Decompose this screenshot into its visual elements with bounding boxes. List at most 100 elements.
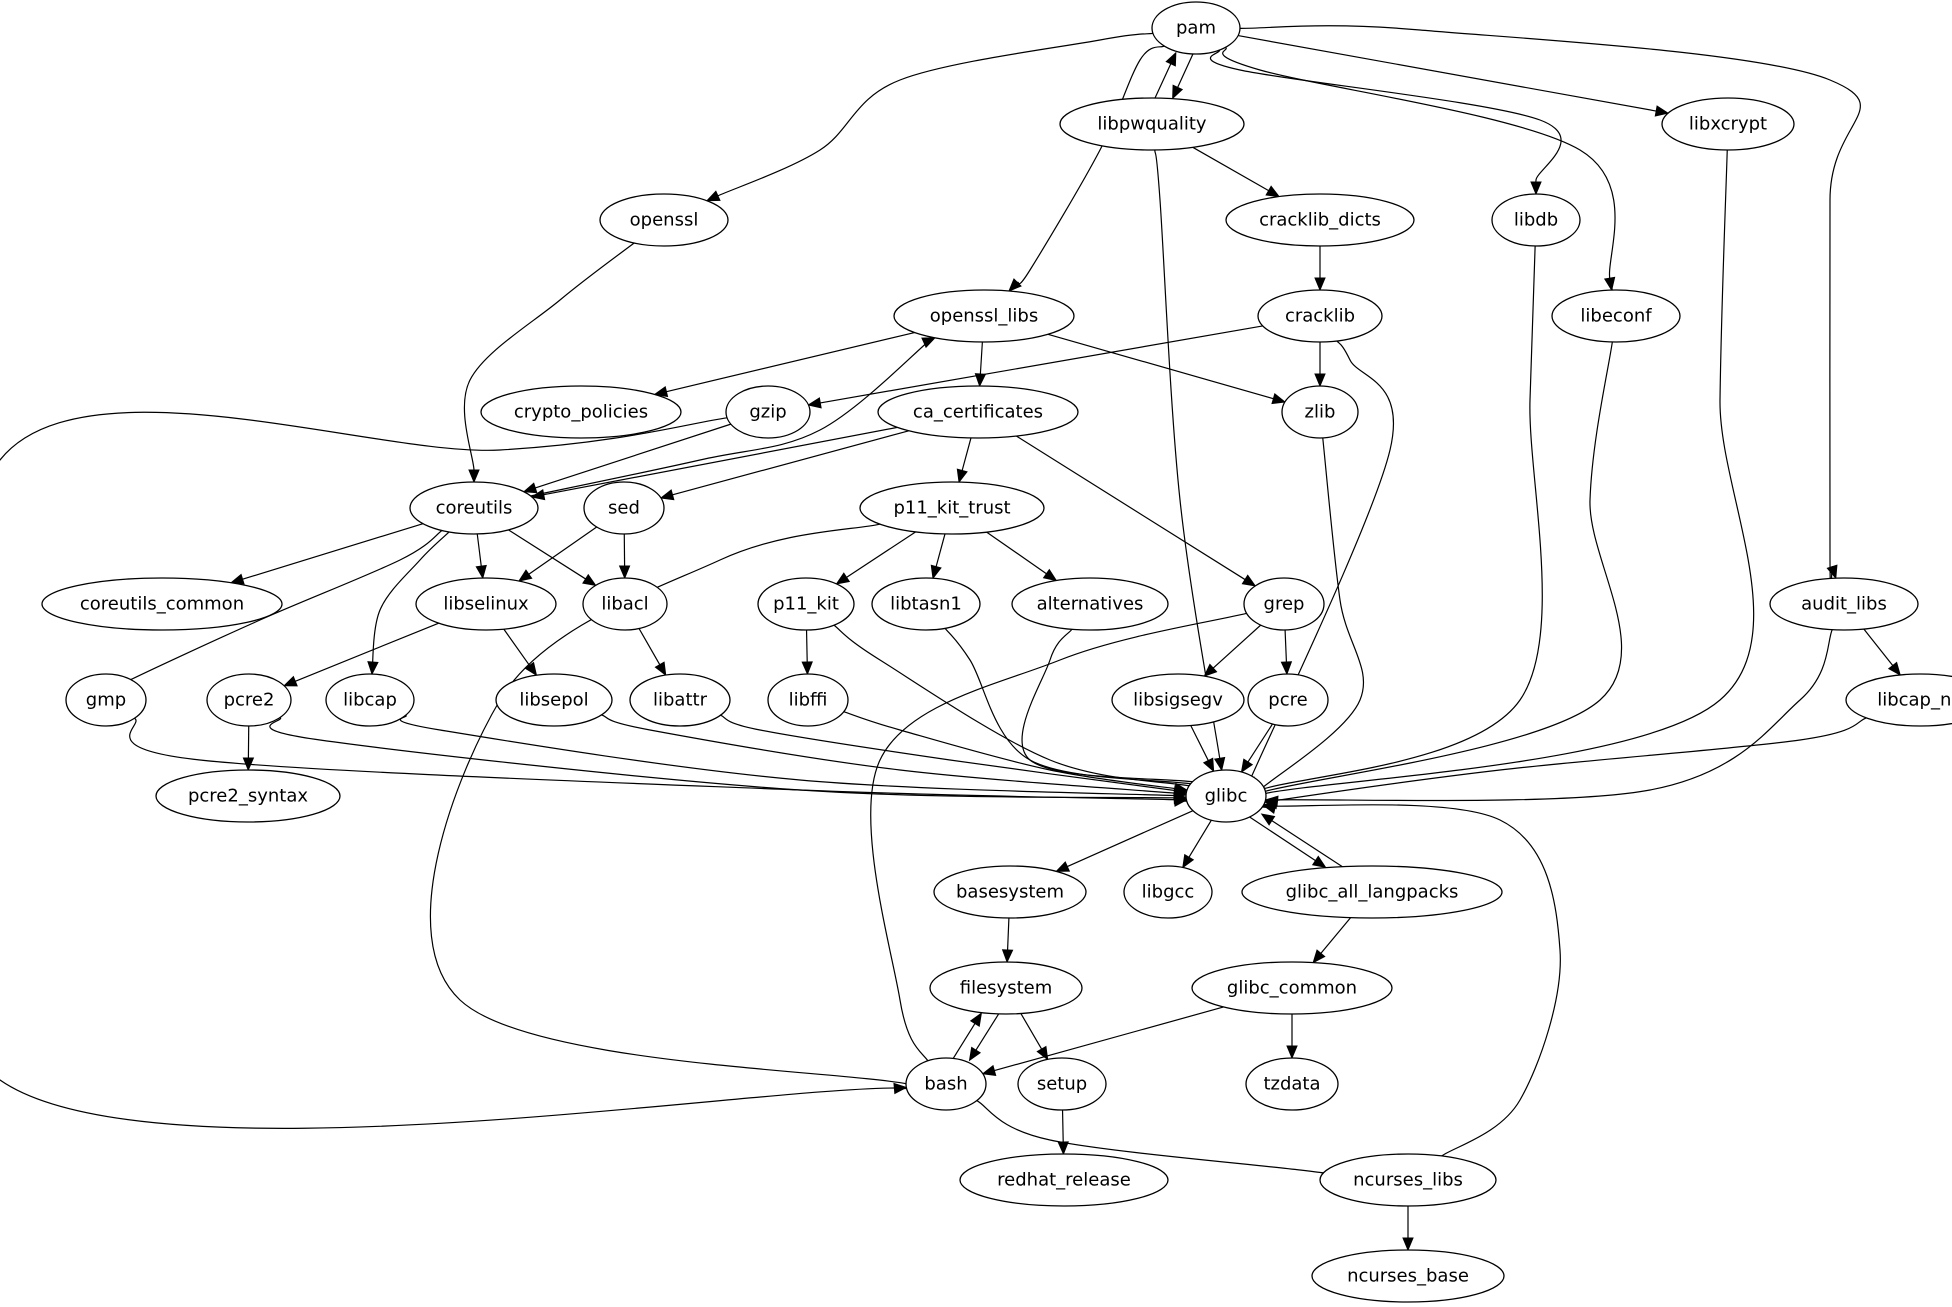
edge-line [399, 714, 1216, 798]
node-shape [767, 673, 849, 727]
node-bash[interactable]: bash [905, 1057, 987, 1111]
edge-openssl_libs-to-ca_certificates [974, 341, 987, 388]
node-pcre2[interactable]: pcre2 [206, 673, 292, 727]
node-label: audit_libs [1801, 594, 1887, 615]
node-label: libdb [1514, 210, 1558, 231]
node-pam[interactable]: pam [1151, 1, 1241, 55]
node-shape [725, 385, 811, 439]
edge-line [986, 531, 1047, 575]
node-libgcc[interactable]: libgcc [1123, 865, 1213, 919]
arrowhead-icon [618, 565, 631, 580]
node-label: pam [1176, 18, 1216, 39]
node-p11_kit_trust[interactable]: p11_kit_trust [859, 481, 1045, 535]
node-label: tzdata [1263, 1074, 1320, 1095]
edge-p11_kit_trust-to-p11_kit [835, 531, 917, 585]
arrowhead-icon [1654, 105, 1670, 117]
node-label: coreutils [436, 498, 513, 519]
node-cracklib[interactable]: cracklib [1257, 289, 1383, 343]
edge-libsigsegv-to-glibc [1190, 725, 1215, 773]
arrowhead-icon [974, 373, 987, 388]
arrowhead-icon [1057, 1141, 1069, 1156]
node-zlib[interactable]: zlib [1281, 385, 1359, 439]
arrowhead-icon [801, 661, 813, 676]
node-pcre[interactable]: pcre [1247, 673, 1329, 727]
node-openssl_libs[interactable]: openssl_libs [893, 289, 1075, 343]
node-audit_libs[interactable]: audit_libs [1769, 577, 1919, 631]
arrowhead-icon [475, 564, 487, 580]
node-label: redhat_release [997, 1170, 1131, 1191]
node-tzdata[interactable]: tzdata [1245, 1057, 1339, 1111]
node-libacl[interactable]: libacl [582, 577, 668, 631]
node-libattr[interactable]: libattr [629, 673, 731, 727]
edge-line [508, 529, 586, 580]
node-pcre2_syntax[interactable]: pcre2_syntax [155, 769, 341, 823]
node-libcap[interactable]: libcap [325, 673, 415, 727]
node-libdb[interactable]: libdb [1491, 193, 1581, 247]
node-basesystem[interactable]: basesystem [933, 865, 1087, 919]
node-ncurses_base[interactable]: ncurses_base [1311, 1249, 1505, 1303]
node-label: filesystem [960, 978, 1053, 999]
node-libeconf[interactable]: libeconf [1551, 289, 1681, 343]
edge-line [1192, 146, 1269, 192]
node-grep[interactable]: grep [1243, 577, 1325, 631]
node-openssl[interactable]: openssl [599, 193, 729, 247]
node-shape [1551, 289, 1681, 343]
arrowhead-icon [517, 569, 533, 582]
node-label: bash [924, 1074, 967, 1095]
node-label: openssl_libs [930, 306, 1038, 327]
node-libtasn1[interactable]: libtasn1 [871, 577, 981, 631]
edge-sed-to-libacl [618, 533, 631, 580]
edge-grep-to-pcre [1280, 629, 1293, 676]
node-libcap_ng[interactable]: libcap_ng [1845, 673, 1952, 727]
edge-p11_kit-to-libffi [801, 629, 813, 676]
node-alternatives[interactable]: alternatives [1011, 577, 1169, 631]
node-libpwquality[interactable]: libpwquality [1059, 97, 1245, 151]
node-libffi[interactable]: libffi [767, 673, 849, 727]
node-label: ca_certificates [913, 402, 1043, 423]
arrowhead-icon [981, 1064, 997, 1076]
node-label: basesystem [956, 882, 1064, 903]
node-setup[interactable]: setup [1017, 1057, 1107, 1111]
node-libsigsegv[interactable]: libsigsegv [1111, 673, 1245, 727]
node-shape [1241, 865, 1503, 919]
edge-line [503, 628, 531, 666]
arrowhead-icon [1202, 757, 1215, 773]
nodes-layer: pam libpwquality libxcrypt openssl cracklib_… [41, 1, 1952, 1303]
node-cracklib_dicts[interactable]: cracklib_dicts [1225, 193, 1415, 247]
edge-line [1246, 814, 1316, 862]
node-redhat_release[interactable]: redhat_release [959, 1153, 1169, 1207]
node-label: libcap_ng [1877, 690, 1952, 711]
edge-libcap-to-glibc [399, 714, 1216, 798]
node-p11_kit[interactable]: p11_kit [757, 577, 855, 631]
node-shape [1281, 385, 1359, 439]
node-shape [933, 865, 1087, 919]
node-glibc_common[interactable]: glibc_common [1191, 961, 1393, 1015]
node-sed[interactable]: sed [583, 481, 665, 535]
arrowhead-icon [1314, 373, 1326, 388]
node-shape [1247, 673, 1329, 727]
arrowhead-icon [1887, 661, 1901, 676]
arrowhead-icon [1241, 574, 1257, 587]
edge-line [242, 523, 424, 580]
node-label: libxcrypt [1689, 114, 1767, 135]
node-glibc[interactable]: glibc [1185, 769, 1267, 823]
node-shape [929, 961, 1083, 1015]
node-gmp[interactable]: gmp [65, 673, 147, 727]
node-coreutils_common[interactable]: coreutils_common [41, 577, 283, 631]
node-glibc_all_langpacks[interactable]: glibc_all_langpacks [1241, 865, 1503, 919]
node-crypto_policies[interactable]: crypto_policies [480, 385, 682, 439]
node-gzip[interactable]: gzip [725, 385, 811, 439]
arrowhead-icon [1042, 568, 1058, 582]
node-coreutils[interactable]: coreutils [409, 481, 539, 535]
node-ncurses_libs[interactable]: ncurses_libs [1319, 1153, 1497, 1207]
node-libselinux[interactable]: libselinux [415, 577, 557, 631]
edge-ca_certificates-to-coreutils [530, 426, 898, 501]
edge-line [1017, 45, 1165, 285]
node-filesystem[interactable]: filesystem [929, 961, 1083, 1015]
node-ca_certificates[interactable]: ca_certificates [877, 385, 1079, 439]
arrowhead-icon [1001, 949, 1014, 964]
node-libsepol[interactable]: libsepol [495, 673, 613, 727]
arrowhead-icon [1165, 51, 1177, 67]
node-libxcrypt[interactable]: libxcrypt [1661, 97, 1795, 151]
arrowhead-icon [930, 564, 942, 580]
